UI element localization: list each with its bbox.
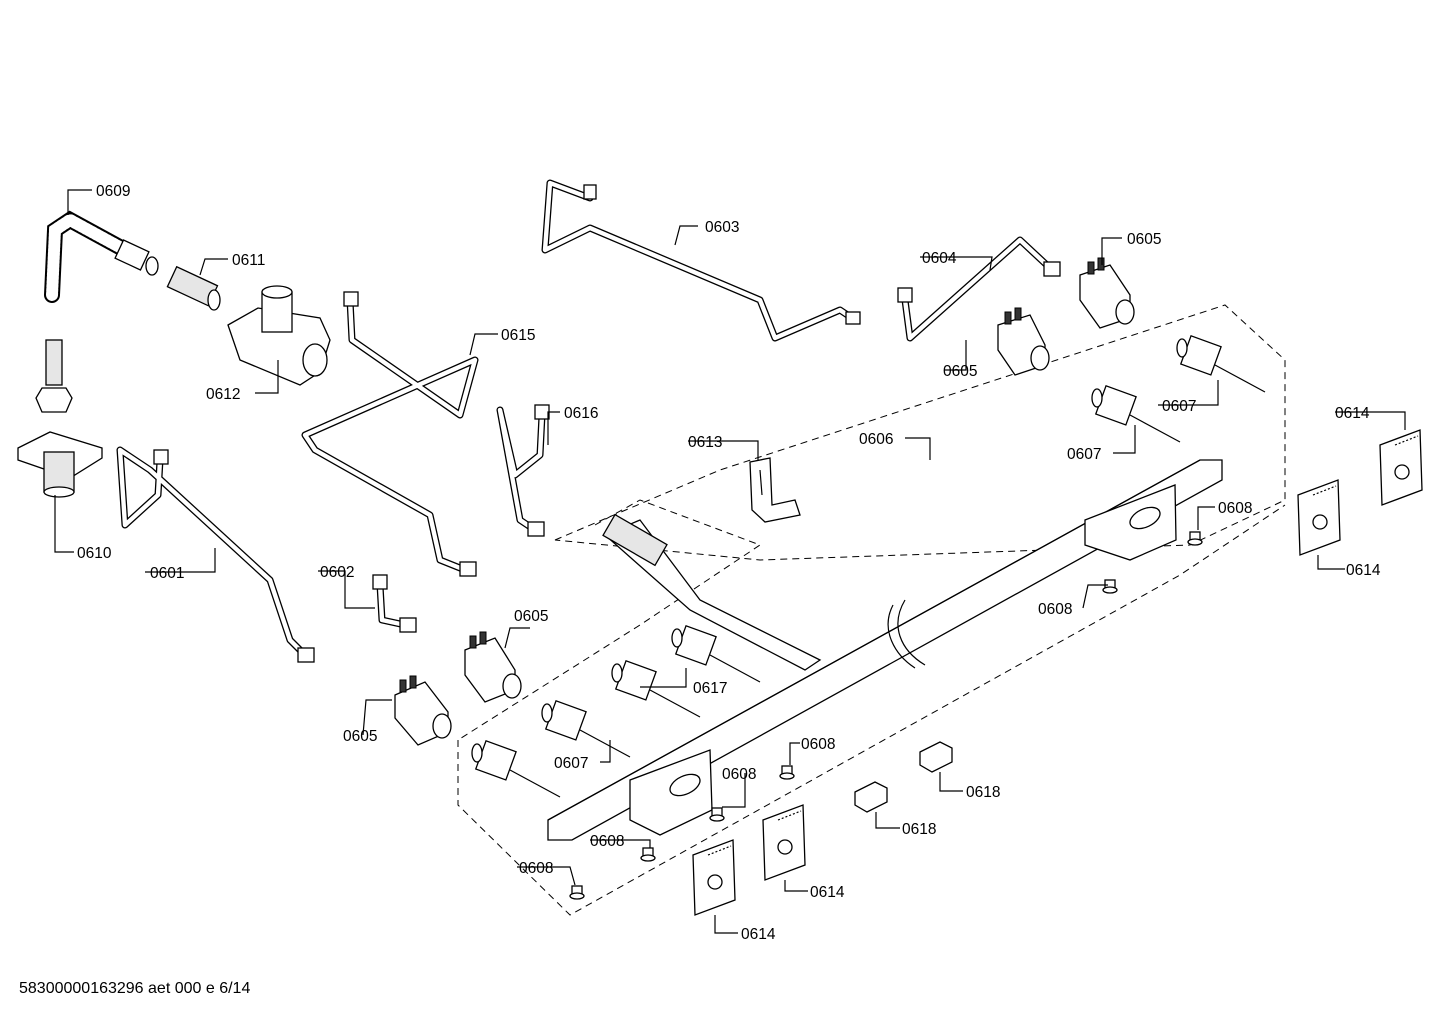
callout-0607-a: 0607 xyxy=(1162,398,1196,415)
callout-0605-top-right: 0605 xyxy=(1127,231,1161,248)
callout-0602: 0602 xyxy=(320,564,354,581)
callout-0604: 0604 xyxy=(922,250,957,267)
callout-0610: 0610 xyxy=(77,545,112,562)
switch-modules-0614 xyxy=(692,429,1423,916)
callout-labels: 0609 0611 0612 0610 0601 0615 0616 0602 … xyxy=(77,183,1381,943)
callout-0607-c: 0607 xyxy=(554,755,588,772)
pipe-0601 xyxy=(116,446,309,659)
pipe-0615 xyxy=(301,296,479,574)
valve-0605-top-left xyxy=(997,307,1050,376)
burner-valves xyxy=(471,334,1266,798)
screw-icon xyxy=(779,765,795,780)
bracket-0610 xyxy=(17,431,103,498)
screw-icon xyxy=(1102,579,1118,594)
manifold-rail-0606 xyxy=(547,459,1223,841)
pipe-0603 xyxy=(541,179,856,342)
burner-valve-0607-a xyxy=(1176,334,1266,393)
document-code: 58300000163296 aet 000 e 6/14 xyxy=(19,980,251,997)
callout-0614-b: 0614 xyxy=(1346,562,1381,579)
callout-0609: 0609 xyxy=(96,183,130,200)
burner-valve-0607-b xyxy=(1091,384,1181,443)
valve-0605-top-right xyxy=(1079,257,1135,329)
assembly-outline-0606 xyxy=(554,304,1286,561)
callout-0608-b: 0608 xyxy=(1038,601,1072,618)
pipe-0616 xyxy=(496,406,546,534)
burner-valve-0617-a xyxy=(671,624,761,683)
callout-0614-d: 0614 xyxy=(741,926,776,943)
callout-0617: 0617 xyxy=(693,680,727,697)
burner-valve-0617-b xyxy=(611,659,701,718)
screws-0608 xyxy=(569,531,1203,900)
valve-0605-mid xyxy=(464,631,522,703)
screw-icon xyxy=(1187,531,1203,546)
flex-hose-0609 xyxy=(35,210,159,413)
callout-0605-top-left: 0605 xyxy=(943,363,977,380)
micro-switches-0618 xyxy=(854,741,953,813)
fitting-0611 xyxy=(166,265,221,311)
callout-0614-a: 0614 xyxy=(1335,405,1370,422)
callout-0613: 0613 xyxy=(688,434,722,451)
callout-0612: 0612 xyxy=(206,386,240,403)
assembly-outline-lower xyxy=(457,504,1286,916)
callout-0601: 0601 xyxy=(150,565,184,582)
switch-module-0614-c xyxy=(762,804,806,881)
pipe-0604 xyxy=(901,236,1054,342)
callout-0616: 0616 xyxy=(564,405,598,422)
callout-0608-c: 0608 xyxy=(801,736,835,753)
callout-0611: 0611 xyxy=(232,252,265,269)
callout-0615: 0615 xyxy=(501,327,535,344)
valve-0605-low xyxy=(394,675,452,746)
callout-0608-d: 0608 xyxy=(722,766,756,783)
screw-icon xyxy=(709,807,725,822)
callout-0618-a: 0618 xyxy=(966,784,1000,801)
callout-0614-c: 0614 xyxy=(810,884,845,901)
pipe-fittings xyxy=(153,184,1061,663)
callout-0618-b: 0618 xyxy=(902,821,936,838)
callout-0608-e: 0608 xyxy=(590,833,624,850)
leader-lines xyxy=(54,189,1406,934)
callout-0603: 0603 xyxy=(705,219,739,236)
callout-0607-b: 0607 xyxy=(1067,446,1101,463)
burner-valve-0607-d xyxy=(471,739,561,798)
switch-module-0614-d xyxy=(692,839,736,916)
callout-0608-a: 0608 xyxy=(1218,500,1252,517)
switch-module-0614-b xyxy=(1297,479,1341,556)
callout-0605-mid: 0605 xyxy=(514,608,548,625)
burner-valve-0607-c xyxy=(541,699,631,758)
callout-0605-low: 0605 xyxy=(343,728,377,745)
callout-0608-f: 0608 xyxy=(519,860,553,877)
screw-icon xyxy=(640,847,656,862)
pipe-0602 xyxy=(376,581,409,629)
callout-0606: 0606 xyxy=(859,431,893,448)
bracket-0613 xyxy=(749,457,801,523)
screw-icon xyxy=(569,885,585,900)
switch-module-0614-a xyxy=(1379,429,1423,506)
regulator-0612 xyxy=(227,285,331,386)
